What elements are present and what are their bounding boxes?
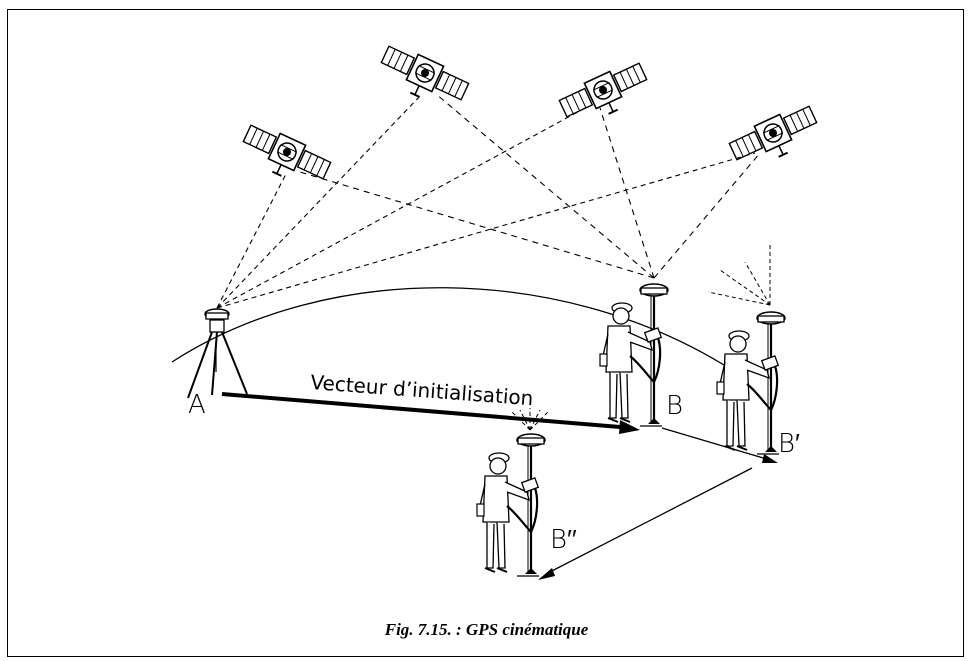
label-point-b2: B′′ <box>550 525 577 555</box>
surveyor-rover-icon <box>715 310 787 456</box>
path-b-to-b1 <box>661 427 771 461</box>
arrowhead-b2 <box>538 568 555 580</box>
horizon-arc <box>171 287 725 366</box>
tripod-receiver-icon <box>187 308 248 399</box>
satellite-icon <box>235 119 334 194</box>
surveyor-rover-icon <box>598 282 670 428</box>
vector-arrowhead <box>619 420 640 434</box>
signal-lines-a <box>216 93 756 309</box>
satellite-icon <box>556 57 655 132</box>
path-b1-to-b2 <box>545 467 753 575</box>
satellite-icon <box>726 100 825 175</box>
satellite-icon <box>373 40 472 115</box>
arrowhead-b1 <box>762 454 778 463</box>
label-point-b: B <box>666 391 683 421</box>
surveyor-rover-icon <box>475 432 547 578</box>
signal-rays <box>511 245 771 431</box>
label-point-a: A <box>188 390 206 420</box>
label-point-b1: B′ <box>778 429 800 459</box>
initialisation-vector <box>221 392 633 430</box>
signal-lines-b <box>299 93 761 279</box>
figure-caption: Fig. 7.15. : GPS cinématique <box>384 620 589 639</box>
